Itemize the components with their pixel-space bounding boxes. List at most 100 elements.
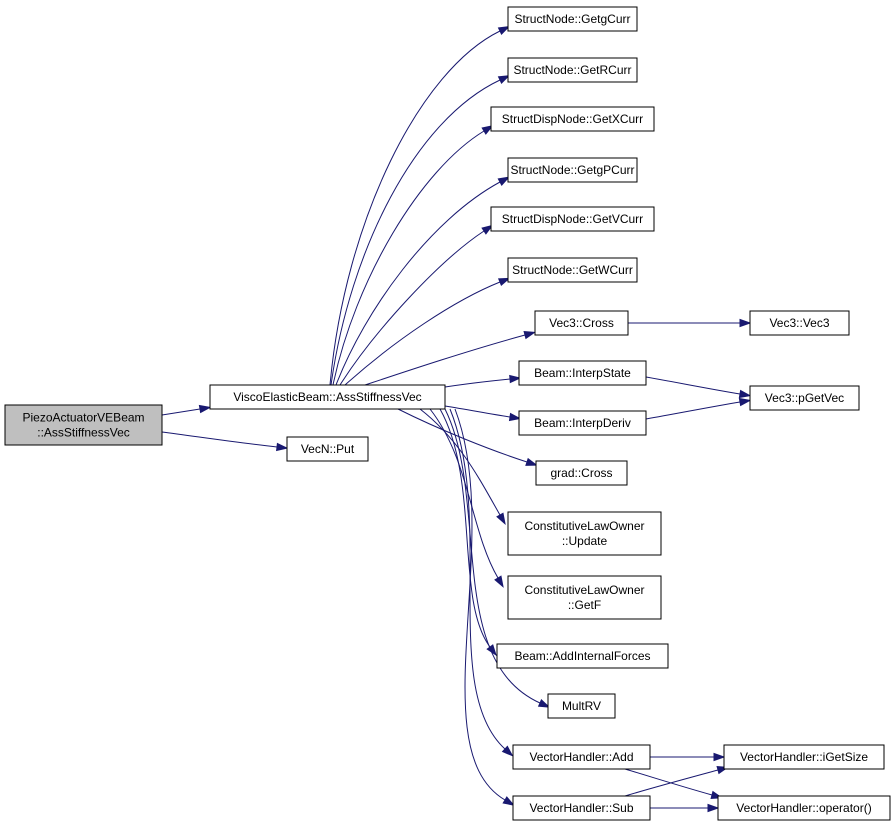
edge-line [645,401,741,420]
node-box[interactable] [535,460,628,486]
arrowhead-icon [497,75,511,85]
node-box[interactable] [717,795,891,821]
edge-line [330,79,501,386]
node-vhadd[interactable]: VectorHandler::Add [512,744,651,770]
edge-visco-to-interpstate [444,374,522,388]
node-box[interactable] [490,206,655,232]
node-pgetvec[interactable]: Vec3::pGetVec [749,385,860,411]
node-label: Beam::InterpDeriv [534,416,631,430]
node-box[interactable] [490,106,655,132]
node-label: VectorHandler::iGetSize [740,750,868,764]
edge-line [329,30,501,386]
node-getgcurr[interactable]: StructNode::GetgCurr [507,6,638,32]
arrowhead-icon [502,796,515,806]
node-label: StructDispNode::GetXCurr [502,112,643,126]
node-label: Vec3::Vec3 [769,316,829,330]
node-label: ::AssStiffnessVec [37,426,130,440]
node-label: StructNode::GetWCurr [512,263,633,277]
node-interpstate[interactable]: Beam::InterpState [518,360,647,386]
node-getwcurr[interactable]: StructNode::GetWCurr [507,257,638,283]
edge-line [332,130,485,386]
node-box[interactable] [496,643,669,669]
node-box[interactable] [723,744,885,770]
node-box[interactable] [518,410,647,436]
node-label: ::Update [562,534,608,548]
node-label: grad::Cross [550,466,612,480]
node-visco[interactable]: ViscoElasticBeam::AssStiffnessVec [209,384,446,410]
node-label: VectorHandler::Add [529,750,633,764]
edge-line [454,408,506,801]
edge-visco-to-getrcurr [330,75,511,386]
node-clogetf[interactable]: ConstitutiveLawOwner::GetF [507,575,662,620]
node-getgpcurr[interactable]: StructNode::GetgPCurr [507,157,638,183]
arrowhead-icon [501,745,514,757]
node-vhigetsize[interactable]: VectorHandler::iGetSize [723,744,885,770]
edge-line [449,408,506,750]
node-box[interactable] [749,385,860,411]
arrowhead-icon [707,803,720,813]
node-box[interactable] [518,360,647,386]
node-box[interactable] [507,511,662,556]
node-addinternal[interactable]: Beam::AddInternalForces [496,643,669,669]
node-box[interactable] [4,404,163,446]
node-box[interactable] [507,575,662,620]
edge-line [364,334,526,386]
node-vhsub[interactable]: VectorHandler::Sub [512,795,651,821]
node-piezo[interactable]: PiezoActuatorVEBeam::AssStiffnessVec [4,404,163,446]
node-vec3vec3[interactable]: Vec3::Vec3 [749,310,850,336]
node-box[interactable] [507,57,638,83]
node-interpderiv[interactable]: Beam::InterpDeriv [518,410,647,436]
arrowhead-icon [537,698,551,708]
edge-visco-to-clogetf [429,408,504,588]
edge-interpstate-to-pgetvec [645,376,752,399]
node-box[interactable] [749,310,850,336]
arrowhead-icon [198,404,212,414]
node-multrv[interactable]: MultRV [547,693,616,719]
edge-line [444,378,511,388]
node-gradcross[interactable]: grad::Cross [535,460,628,486]
node-box[interactable] [507,257,638,283]
node-label: StructNode::GetgPCurr [510,163,634,177]
edge-visco-to-getxcurr [332,125,494,386]
edge-line [344,281,501,386]
arrowhead-icon [497,277,511,287]
node-box[interactable] [209,384,446,410]
edge-visco-to-vhsub [454,408,515,806]
call-nodes: PiezoActuatorVEBeam::AssStiffnessVec Visc… [4,6,891,821]
node-box[interactable] [512,744,651,770]
node-label: StructNode::GetRCurr [513,63,631,77]
edge-line [444,405,511,418]
node-label: StructDispNode::GetVCurr [502,212,643,226]
edge-visco-to-vhadd [449,408,514,757]
call-edges [161,25,752,813]
edge-line [335,181,501,386]
node-label: Vec3::pGetVec [765,391,844,405]
edge-visco-to-getwcurr [344,277,511,386]
arrowhead-icon [481,224,494,235]
edge-line [339,230,485,386]
node-vec3cross[interactable]: Vec3::Cross [534,310,629,336]
node-box[interactable] [512,795,651,821]
node-box[interactable] [286,436,369,462]
node-label: VectorHandler::operator() [736,801,871,815]
edge-piezo-to-vecnput [161,431,289,452]
node-label: PiezoActuatorVEBeam [22,411,144,425]
arrowhead-icon [509,374,522,384]
edge-line [444,408,541,704]
node-box[interactable] [547,693,616,719]
edge-line [439,408,491,648]
edge-line [161,431,278,448]
node-box[interactable] [507,157,638,183]
arrowhead-icon [494,575,504,588]
node-box[interactable] [507,6,638,32]
node-getvcurr[interactable]: StructDispNode::GetVCurr [490,206,655,232]
node-getxcurr[interactable]: StructDispNode::GetXCurr [490,106,655,132]
node-box[interactable] [534,310,629,336]
node-vecnput[interactable]: VecN::Put [286,436,369,462]
node-getrcurr[interactable]: StructNode::GetRCurr [507,57,638,83]
node-cloupdate[interactable]: ConstitutiveLawOwner::Update [507,511,662,556]
node-label: MultRV [562,699,601,713]
node-vhoperator[interactable]: VectorHandler::operator() [717,795,891,821]
edge-vhsub-to-vhigetsize [624,766,730,797]
